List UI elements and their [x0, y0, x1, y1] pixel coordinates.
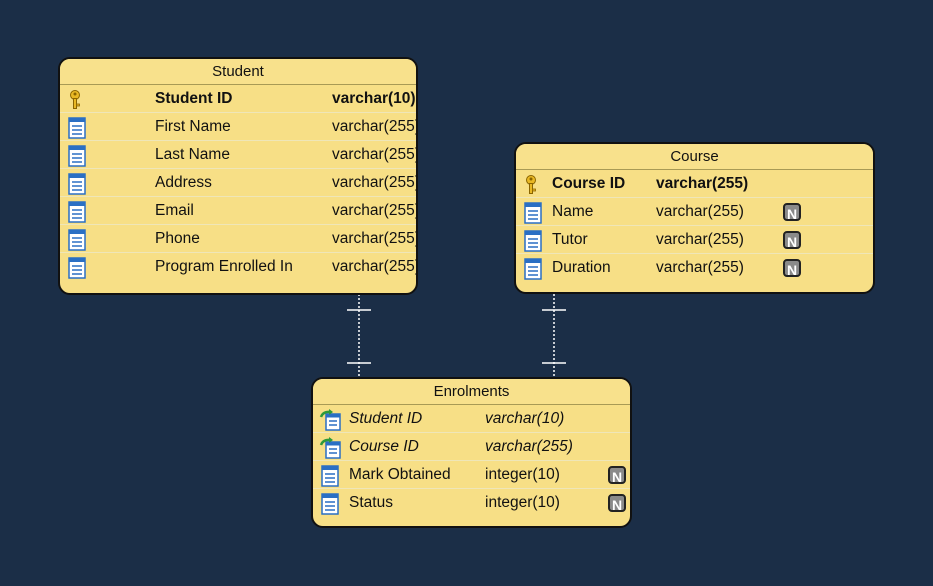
- column-type: varchar(255): [332, 230, 418, 247]
- column-type: varchar(255): [332, 118, 418, 135]
- column-icon: [66, 173, 88, 195]
- column-name: Status: [349, 494, 393, 511]
- column-row[interactable]: Mark Obtained integer(10) N: [313, 461, 630, 489]
- foreign-key-icon: [319, 437, 341, 459]
- column-type: varchar(255): [332, 202, 418, 219]
- column-name: Phone: [155, 230, 200, 247]
- column-name: Course ID: [552, 175, 626, 192]
- column-name: Duration: [552, 259, 611, 276]
- column-name: Email: [155, 202, 194, 219]
- nullable-icon: N: [783, 231, 801, 250]
- column-name: Student ID: [349, 410, 423, 427]
- column-row[interactable]: Tutor varchar(255) N: [516, 226, 873, 254]
- column-row[interactable]: Duration varchar(255) N: [516, 254, 873, 282]
- column-name: Address: [155, 174, 212, 191]
- column-name: Name: [552, 203, 594, 220]
- nullable-icon: N: [783, 203, 801, 222]
- column-icon: [66, 201, 88, 223]
- column-icon: [522, 230, 544, 252]
- entity-student[interactable]: Student Student ID varchar(10) First Name v…: [58, 57, 418, 295]
- entity-course[interactable]: Course Course ID varchar(255) Name varchar(…: [514, 142, 875, 294]
- column-type: varchar(255): [332, 258, 418, 275]
- column-row[interactable]: Course ID varchar(255): [516, 170, 873, 198]
- entity-title: Student: [60, 59, 416, 85]
- column-icon: [66, 117, 88, 139]
- column-icon: [66, 145, 88, 167]
- column-list: Student ID varchar(10) Course ID varchar(25…: [313, 405, 630, 517]
- column-list: Student ID varchar(10) First Name varchar(2…: [60, 85, 416, 281]
- column-icon: [66, 229, 88, 251]
- column-name: Student ID: [155, 90, 233, 107]
- column-icon: [522, 202, 544, 224]
- entity-title: Course: [516, 144, 873, 170]
- column-icon: [522, 258, 544, 280]
- nullable-icon: N: [783, 259, 801, 278]
- column-name: First Name: [155, 118, 231, 135]
- entity-enrolments[interactable]: Enrolments Student ID varchar(10) Course I…: [311, 377, 632, 528]
- column-type: integer(10): [485, 494, 560, 511]
- column-name: Program Enrolled In: [155, 258, 293, 275]
- column-type: varchar(255): [656, 175, 749, 192]
- column-type: varchar(255): [656, 259, 744, 276]
- column-row[interactable]: Status integer(10) N: [313, 489, 630, 517]
- key-icon: [522, 174, 544, 194]
- foreign-key-icon: [319, 409, 341, 431]
- column-type: varchar(10): [485, 410, 565, 427]
- column-icon: [66, 257, 88, 279]
- column-row[interactable]: Student ID varchar(10): [313, 405, 630, 433]
- column-name: Mark Obtained: [349, 466, 451, 483]
- column-icon: [319, 465, 341, 487]
- column-type: varchar(255): [485, 438, 573, 455]
- entity-title: Enrolments: [313, 379, 630, 405]
- column-name: Course ID: [349, 438, 419, 455]
- column-name: Tutor: [552, 231, 588, 248]
- column-type: varchar(255): [656, 231, 744, 248]
- column-type: varchar(255): [332, 174, 418, 191]
- key-icon: [66, 89, 88, 109]
- column-name: Last Name: [155, 146, 230, 163]
- column-type: varchar(255): [332, 146, 418, 163]
- relationship-course-enrolments[interactable]: [542, 294, 566, 378]
- relationship-student-enrolments[interactable]: [347, 294, 371, 378]
- column-row[interactable]: Course ID varchar(255): [313, 433, 630, 461]
- column-type: integer(10): [485, 466, 560, 483]
- column-type: varchar(255): [656, 203, 744, 220]
- column-row[interactable]: Student ID varchar(10): [60, 85, 416, 113]
- nullable-icon: N: [608, 494, 626, 513]
- nullable-icon: N: [608, 466, 626, 485]
- column-row[interactable]: Name varchar(255) N: [516, 198, 873, 226]
- column-type: varchar(10): [332, 90, 416, 107]
- column-icon: [319, 493, 341, 515]
